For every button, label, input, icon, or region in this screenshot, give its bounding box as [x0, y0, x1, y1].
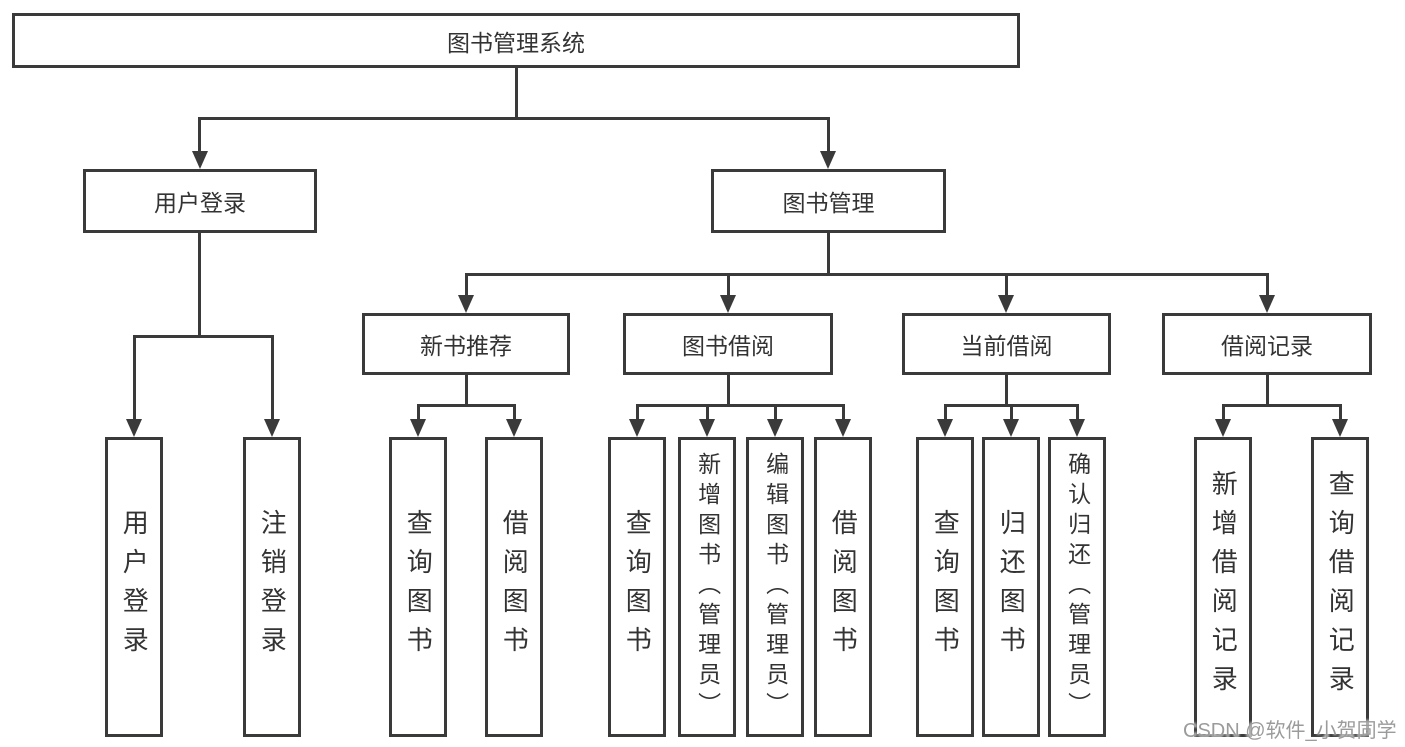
arrow-down-leaf [1332, 419, 1348, 437]
node-edit-book-admin-label: 编辑图书（管理员） [762, 452, 789, 722]
connector-book-mgmt-stem [827, 117, 830, 155]
node-new-book-recommend-label: 新书推荐 [420, 333, 512, 359]
node-add-book-admin-label: 新增图书（管理员） [694, 452, 721, 722]
node-user-login-leaf-label: 用户登录 [119, 509, 150, 665]
connector-user-login-horizontal [133, 335, 274, 338]
connector-book-borrow-horizontal [636, 404, 845, 407]
arrow-down-borrow-records [1259, 295, 1275, 313]
connector-book-mgmt-down [827, 233, 830, 276]
node-borrow-books-recommend-label: 借阅图书 [499, 509, 530, 665]
node-edit-book-admin: 编辑图书（管理员） [746, 437, 804, 737]
connector-new-book-down [465, 375, 468, 406]
connector-leaf-stem [774, 404, 777, 423]
node-user-login-label: 用户登录 [154, 190, 246, 216]
connector-leaf-stem [417, 404, 420, 423]
csdn-watermark: CSDN @软件_小贺同学 [1183, 720, 1397, 742]
node-query-borrow-record-label: 查询借阅记录 [1325, 470, 1356, 704]
node-add-borrow-record: 新增借阅记录 [1194, 437, 1252, 737]
arrow-down-new-book [458, 295, 474, 313]
node-logout-leaf-label: 注销登录 [257, 509, 288, 665]
arrow-down-logout-leaf [264, 419, 280, 437]
arrow-down-book-mgmt [820, 151, 836, 169]
node-book-management-label: 图书管理 [782, 190, 875, 216]
node-root-label: 图书管理系统 [447, 29, 585, 56]
node-current-borrow-label: 当前借阅 [960, 333, 1053, 359]
arrow-down-current-borrow [998, 295, 1014, 313]
connector-login-leaf-stem [133, 335, 136, 423]
connector-root-horizontal [198, 117, 830, 120]
connector-new-book-horizontal [417, 404, 516, 407]
connector-leaf-stem [1076, 404, 1079, 423]
node-book-management: 图书管理 [711, 169, 946, 233]
node-book-borrow: 图书借阅 [623, 313, 833, 375]
arrow-down-leaf [1003, 419, 1019, 437]
node-borrow-records-label: 借阅记录 [1221, 333, 1313, 359]
node-query-books-borrow: 查询图书 [608, 437, 666, 737]
connector-book-mgmt-horizontal [465, 273, 1269, 276]
connector-leaf-stem [842, 404, 845, 423]
arrow-down-leaf [629, 419, 645, 437]
node-confirm-return-admin: 确认归还（管理员） [1048, 437, 1106, 737]
arrow-down-leaf [410, 419, 426, 437]
connector-book-borrow-stem [727, 273, 730, 299]
connector-leaf-stem [513, 404, 516, 423]
node-add-borrow-record-label: 新增借阅记录 [1208, 470, 1239, 704]
node-root: 图书管理系统 [12, 13, 1020, 68]
node-query-books-current: 查询图书 [916, 437, 974, 737]
node-query-borrow-record: 查询借阅记录 [1311, 437, 1369, 737]
connector-leaf-stem [1339, 404, 1342, 423]
connector-leaf-stem [706, 404, 709, 423]
node-query-books-recommend-label: 查询图书 [403, 509, 434, 665]
node-new-book-recommend: 新书推荐 [362, 313, 570, 375]
node-query-books-recommend: 查询图书 [389, 437, 447, 737]
connector-borrow-records-horizontal [1222, 404, 1342, 407]
node-return-book-label: 归还图书 [996, 509, 1027, 665]
arrow-down-leaf [767, 419, 783, 437]
node-confirm-return-admin-label: 确认归还（管理员） [1064, 452, 1091, 722]
arrow-down-login-leaf [126, 419, 142, 437]
connector-borrow-records-stem [1266, 273, 1269, 299]
node-borrow-books-recommend: 借阅图书 [485, 437, 543, 737]
node-borrow-books-leaf-label: 借阅图书 [828, 509, 859, 665]
connector-book-borrow-down [727, 375, 730, 406]
node-user-login: 用户登录 [83, 169, 317, 233]
arrow-down-leaf [1069, 419, 1085, 437]
arrow-down-leaf [699, 419, 715, 437]
connector-current-borrow-down [1005, 375, 1008, 406]
node-borrow-books-leaf: 借阅图书 [814, 437, 872, 737]
connector-leaf-stem [1222, 404, 1225, 423]
node-user-login-leaf: 用户登录 [105, 437, 163, 737]
node-add-book-admin: 新增图书（管理员） [678, 437, 736, 737]
arrow-down-user-login [192, 151, 208, 169]
arrow-down-leaf [937, 419, 953, 437]
node-current-borrow: 当前借阅 [902, 313, 1111, 375]
arrow-down-leaf [1215, 419, 1231, 437]
arrow-down-book-borrow [720, 295, 736, 313]
connector-user-login-down [198, 233, 201, 337]
connector-leaf-stem [636, 404, 639, 423]
connector-new-book-stem [465, 273, 468, 299]
node-return-book: 归还图书 [982, 437, 1040, 737]
node-query-books-current-label: 查询图书 [930, 509, 961, 665]
arrow-down-leaf [506, 419, 522, 437]
connector-leaf-stem [944, 404, 947, 423]
node-query-books-borrow-label: 查询图书 [622, 509, 653, 665]
node-logout-leaf: 注销登录 [243, 437, 301, 737]
node-borrow-records: 借阅记录 [1162, 313, 1372, 375]
node-book-borrow-label: 图书借阅 [682, 333, 774, 359]
connector-logout-leaf-stem [271, 335, 274, 423]
connector-root-stem [515, 68, 518, 119]
connector-user-login-stem [198, 117, 201, 155]
connector-leaf-stem [1010, 404, 1013, 423]
connector-current-borrow-stem [1005, 273, 1008, 299]
connector-borrow-records-down [1266, 375, 1269, 406]
arrow-down-leaf [835, 419, 851, 437]
